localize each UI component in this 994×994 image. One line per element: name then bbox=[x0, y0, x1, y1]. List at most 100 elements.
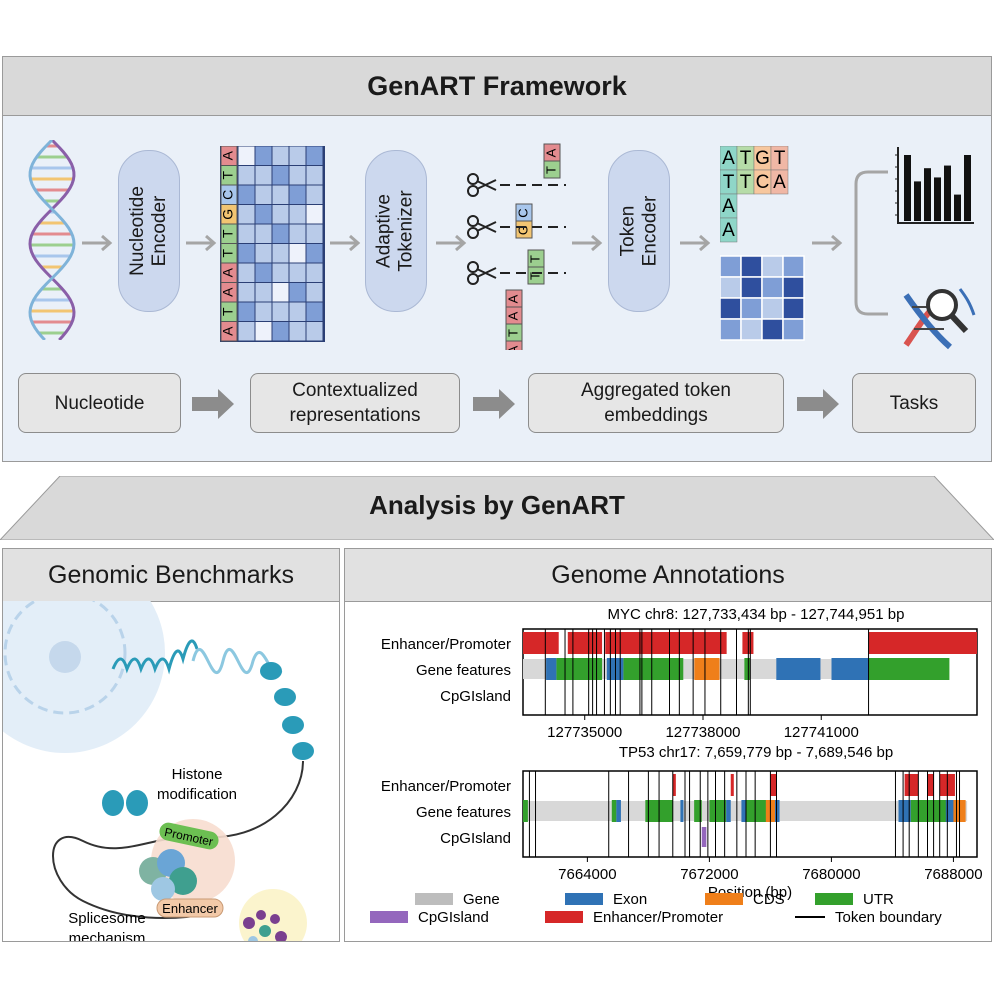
exon-bar bbox=[776, 658, 821, 680]
analysis-banner bbox=[0, 476, 994, 540]
nucleotide-letter: G bbox=[220, 209, 236, 220]
embedding-cell bbox=[237, 165, 256, 186]
embedding-cell bbox=[305, 262, 324, 283]
scissors-icon bbox=[467, 215, 566, 239]
legend-swatch bbox=[370, 911, 408, 923]
token-embedding-cell bbox=[761, 318, 784, 341]
token-encoder-block: Token Encoder bbox=[608, 150, 670, 312]
embedding-cell bbox=[305, 165, 324, 186]
enhancer-promoter-bar bbox=[868, 632, 977, 654]
utr-bar bbox=[623, 658, 684, 680]
svg-text:A: A bbox=[543, 148, 558, 157]
exon-bar bbox=[546, 658, 557, 680]
embedding-cell bbox=[288, 243, 307, 264]
enhancer-promoter-bar bbox=[927, 774, 934, 796]
x-tick-label: 127741000 bbox=[784, 724, 859, 741]
svg-text:C: C bbox=[515, 208, 530, 217]
x-tick-label: 7664000 bbox=[558, 866, 616, 883]
cpg-island-bar bbox=[701, 827, 707, 847]
token-embedding-cell bbox=[761, 255, 784, 278]
embedding-cell bbox=[305, 301, 324, 322]
utr-bar bbox=[745, 800, 771, 822]
nucleotide-letter: T bbox=[220, 307, 236, 316]
svg-text:A: A bbox=[505, 345, 520, 350]
svg-text:G: G bbox=[515, 225, 530, 235]
dna-helix-icon bbox=[28, 140, 76, 340]
svg-text:T: T bbox=[505, 329, 520, 337]
token-embedding-cell bbox=[720, 297, 742, 320]
exon-bar bbox=[945, 800, 955, 822]
track-label: CpGIsland bbox=[440, 688, 511, 705]
legend-label: CDS bbox=[753, 891, 785, 908]
embedding-cell bbox=[254, 146, 273, 166]
embedding-cell bbox=[237, 301, 256, 322]
embedding-cell bbox=[271, 223, 290, 244]
token-letter: A bbox=[773, 172, 786, 193]
cds-bar bbox=[694, 658, 720, 680]
token-nucleotide-cell bbox=[527, 266, 545, 285]
legend-swatch bbox=[815, 893, 853, 905]
embedding-cell bbox=[305, 204, 324, 225]
embedding-cell bbox=[288, 321, 307, 342]
utr-bar bbox=[744, 658, 751, 680]
token-nucleotide-cell bbox=[543, 160, 561, 179]
nucleotide-letter: A bbox=[220, 287, 236, 297]
nucleotide-letter: A bbox=[220, 267, 236, 277]
svg-text:A: A bbox=[505, 294, 520, 303]
legend-swatch bbox=[565, 893, 603, 905]
embedding-cell bbox=[288, 165, 307, 186]
embedding-cell bbox=[271, 301, 290, 322]
embedding-cell bbox=[288, 282, 307, 303]
exon-bar bbox=[898, 800, 911, 822]
enhancer-promoter-bar bbox=[605, 632, 727, 654]
stage-contextualized: Contextualized representations bbox=[250, 373, 460, 433]
token-embedding-cell bbox=[761, 276, 784, 299]
embedding-cell bbox=[237, 321, 256, 342]
x-tick-label: 7680000 bbox=[802, 866, 860, 883]
token-embedding-cell bbox=[740, 276, 763, 299]
task-bar bbox=[944, 165, 951, 221]
token-embedding-cell bbox=[782, 255, 805, 278]
token-nucleotide-cell bbox=[515, 220, 533, 239]
embedding-cell bbox=[237, 262, 256, 283]
token-letter: A bbox=[722, 220, 735, 241]
embedding-cell bbox=[237, 146, 256, 166]
chromatin-coil-icon bbox=[111, 639, 199, 675]
enhancer-promoter-bar bbox=[730, 774, 734, 796]
svg-text:T: T bbox=[527, 255, 542, 263]
embedding-cell bbox=[254, 184, 273, 205]
scissors-icon bbox=[467, 261, 566, 285]
genome-annotations-panel: Genome Annotations MYC chr8: 127,733,434… bbox=[344, 548, 992, 942]
embedding-cell bbox=[288, 262, 307, 283]
stage-tasks: Tasks bbox=[852, 373, 976, 433]
legend-swatch bbox=[705, 893, 743, 905]
genomic-benchmarks-panel: Genomic Benchmarks Promoter Enhancer His… bbox=[2, 548, 340, 942]
token-embedding-cell bbox=[782, 276, 805, 299]
nucleotide-letter: T bbox=[220, 229, 236, 238]
annotation-tracks-chart: MYC chr8: 127,733,434 bp - 127,744,951 b… bbox=[370, 606, 983, 926]
legend-label: Gene bbox=[463, 891, 500, 908]
token-embedding-cell bbox=[782, 297, 805, 320]
bar-chart-icon bbox=[895, 147, 974, 224]
embedding-cell bbox=[237, 204, 256, 225]
track-label: Enhancer/Promoter bbox=[381, 636, 511, 653]
embedding-cell bbox=[288, 184, 307, 205]
task-bar bbox=[914, 181, 921, 221]
embedding-cell bbox=[254, 223, 273, 244]
embedding-cell bbox=[305, 184, 324, 205]
nucleotide-letter: A bbox=[220, 326, 236, 336]
nucleosome-icon bbox=[102, 662, 314, 816]
embedding-cell bbox=[254, 243, 273, 264]
embedding-cell bbox=[237, 184, 256, 205]
embedding-cell bbox=[254, 204, 273, 225]
legend-label: Enhancer/Promoter bbox=[593, 909, 723, 926]
stage-nucleotide: Nucleotide bbox=[18, 373, 181, 433]
x-tick-label: 7688000 bbox=[924, 866, 982, 883]
track-title: TP53 chr17: 7,659,779 bp - 7,689,546 bp bbox=[619, 744, 893, 761]
enhancer-promoter-bar bbox=[770, 774, 777, 796]
token-embedding-cell bbox=[720, 318, 742, 341]
token-embedding-cell bbox=[740, 297, 763, 320]
